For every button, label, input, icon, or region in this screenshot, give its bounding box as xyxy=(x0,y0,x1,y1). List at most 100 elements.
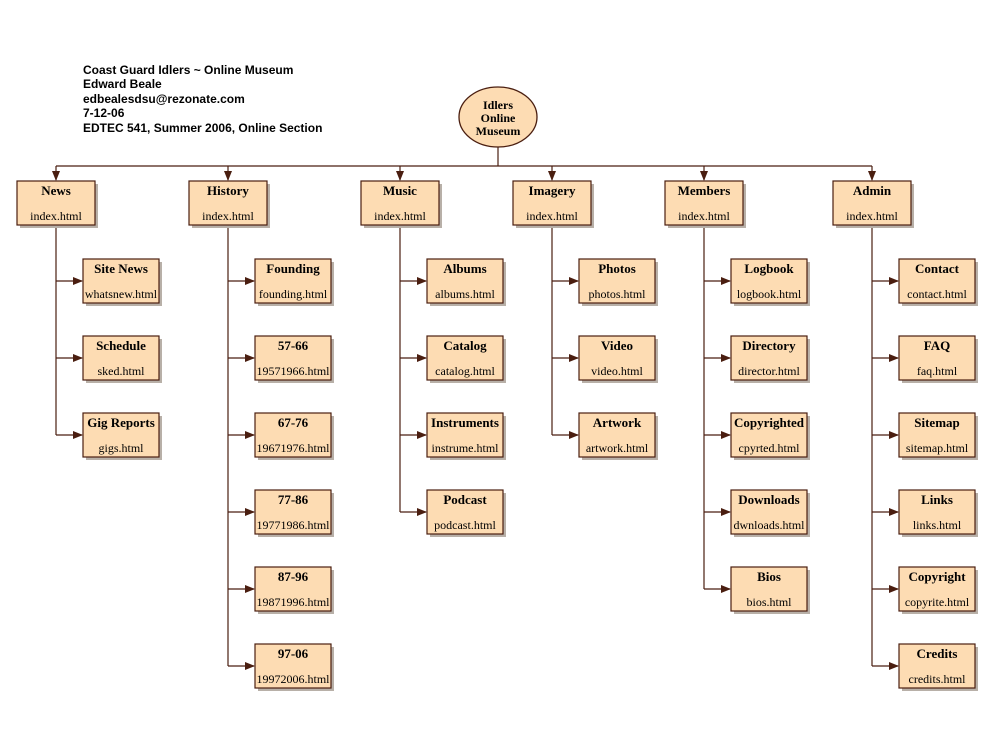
page-imagery-photos-box xyxy=(578,258,656,304)
page-members-copyrighted-title: Copyrighted xyxy=(734,415,805,430)
page-history-77-86-title: 77-86 xyxy=(278,492,309,507)
page-imagery-artwork-file: artwork.html xyxy=(586,441,649,455)
section-news-title: News xyxy=(41,183,71,198)
section-music-title: Music xyxy=(383,183,417,198)
page-members-bios[interactable]: Bios bios.html xyxy=(730,566,808,612)
page-admin-links-title: Links xyxy=(921,492,953,507)
page-imagery-video-box xyxy=(578,335,656,381)
connectors xyxy=(52,147,899,670)
nodes: Idlers Online Museum News index.htmlSite … xyxy=(16,86,976,689)
section-admin-title: Admin xyxy=(853,183,892,198)
page-admin-sitemap-file: sitemap.html xyxy=(906,441,969,455)
section-members[interactable]: Members index.html xyxy=(664,180,744,226)
section-admin-file: index.html xyxy=(846,209,898,223)
page-imagery-video-file: video.html xyxy=(591,364,643,378)
page-history-67-76-box xyxy=(254,412,332,458)
page-history-founding-title: Founding xyxy=(266,261,320,276)
page-members-logbook-title: Logbook xyxy=(744,261,794,276)
page-history-97-06-title: 97-06 xyxy=(278,646,309,661)
page-members-logbook-box xyxy=(730,258,808,304)
page-history-97-06[interactable]: 97-06 19972006.html xyxy=(254,643,332,689)
page-history-67-76-file: 19671976.html xyxy=(256,441,330,455)
page-imagery-artwork[interactable]: Artwork artwork.html xyxy=(578,412,656,458)
section-members-file: index.html xyxy=(678,209,730,223)
page-admin-links[interactable]: Links links.html xyxy=(898,489,976,535)
info-date: 7-12-06 xyxy=(83,106,125,121)
page-admin-links-file: links.html xyxy=(913,518,962,532)
page-members-copyrighted-box xyxy=(730,412,808,458)
page-members-downloads-title: Downloads xyxy=(738,492,799,507)
section-admin[interactable]: Admin index.html xyxy=(832,180,912,226)
page-music-catalog-box xyxy=(426,335,504,381)
page-admin-sitemap[interactable]: Sitemap sitemap.html xyxy=(898,412,976,458)
page-members-logbook[interactable]: Logbook logbook.html xyxy=(730,258,808,304)
section-history-box xyxy=(188,180,268,226)
page-music-catalog[interactable]: Catalog catalog.html xyxy=(426,335,504,381)
page-admin-copyright-title: Copyright xyxy=(908,569,966,584)
page-history-97-06-box xyxy=(254,643,332,689)
page-members-bios-file: bios.html xyxy=(746,595,792,609)
section-history-title: History xyxy=(207,183,249,198)
page-members-downloads-box xyxy=(730,489,808,535)
page-music-catalog-file: catalog.html xyxy=(435,364,495,378)
section-news-file: index.html xyxy=(30,209,82,223)
page-admin-faq-box xyxy=(898,335,976,381)
page-admin-contact-title: Contact xyxy=(915,261,960,276)
page-admin-credits-title: Credits xyxy=(917,646,958,661)
root-label-line-3: Museum xyxy=(476,124,521,138)
page-admin-sitemap-title: Sitemap xyxy=(914,415,960,430)
page-history-97-06-file: 19972006.html xyxy=(256,672,330,686)
page-news-schedule-title: Schedule xyxy=(96,338,146,353)
section-news-box xyxy=(16,180,96,226)
page-members-directory-box xyxy=(730,335,808,381)
page-music-podcast-file: podcast.html xyxy=(434,518,496,532)
page-members-logbook-file: logbook.html xyxy=(737,287,802,301)
page-music-catalog-title: Catalog xyxy=(443,338,487,353)
page-history-87-96-file: 19871996.html xyxy=(256,595,330,609)
page-history-87-96-box xyxy=(254,566,332,612)
page-history-57-66-box xyxy=(254,335,332,381)
page-news-schedule[interactable]: Schedule sked.html xyxy=(82,335,160,381)
page-music-instruments-title: Instruments xyxy=(431,415,499,430)
page-admin-contact-box xyxy=(898,258,976,304)
page-news-gig-reports-box xyxy=(82,412,160,458)
page-news-site-news-file: whatsnew.html xyxy=(85,287,158,301)
page-admin-sitemap-box xyxy=(898,412,976,458)
page-news-schedule-file: sked.html xyxy=(98,364,146,378)
section-news[interactable]: News index.html xyxy=(16,180,96,226)
info-author: Edward Beale xyxy=(83,77,162,92)
page-news-schedule-box xyxy=(82,335,160,381)
root-node[interactable]: Idlers Online Museum xyxy=(458,86,538,148)
section-imagery-file: index.html xyxy=(526,209,578,223)
page-history-57-66-file: 19571966.html xyxy=(256,364,330,378)
page-members-bios-title: Bios xyxy=(757,569,781,584)
page-music-albums-file: albums.html xyxy=(435,287,495,301)
page-history-founding-box xyxy=(254,258,332,304)
section-members-title: Members xyxy=(678,183,731,198)
info-email: edbealesdsu@rezonate.com xyxy=(83,91,245,106)
page-imagery-artwork-title: Artwork xyxy=(593,415,642,430)
